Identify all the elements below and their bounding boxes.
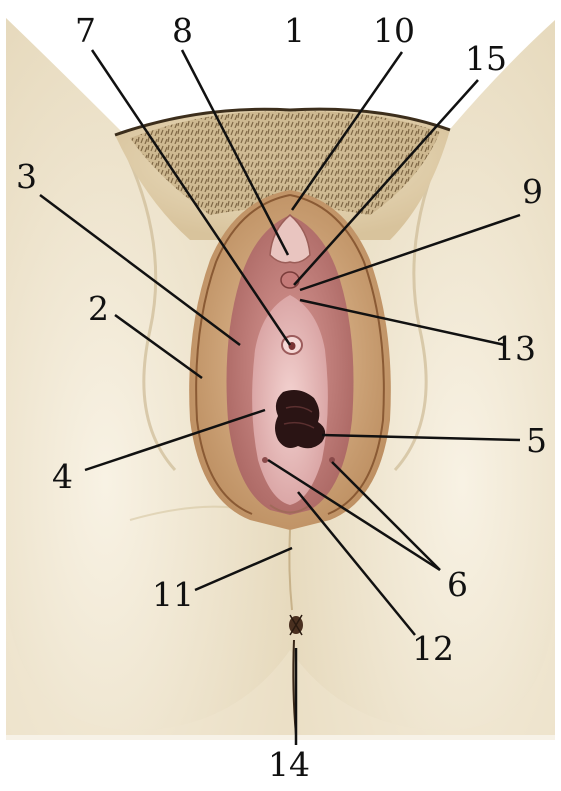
label-5: 5 bbox=[526, 424, 547, 457]
label-9: 9 bbox=[522, 175, 543, 208]
label-12: 12 bbox=[412, 632, 454, 665]
label-4: 4 bbox=[52, 460, 73, 493]
label-14: 14 bbox=[268, 748, 310, 781]
label-8: 8 bbox=[172, 14, 193, 47]
label-7: 7 bbox=[75, 14, 96, 47]
label-3: 3 bbox=[16, 160, 37, 193]
label-1: 1 bbox=[284, 14, 305, 47]
label-2: 2 bbox=[88, 292, 109, 325]
label-10: 10 bbox=[373, 14, 415, 47]
label-15: 15 bbox=[465, 42, 507, 75]
label-13: 13 bbox=[494, 332, 536, 365]
label-6: 6 bbox=[447, 568, 468, 601]
label-11: 11 bbox=[152, 578, 194, 611]
clitoris bbox=[281, 272, 299, 288]
